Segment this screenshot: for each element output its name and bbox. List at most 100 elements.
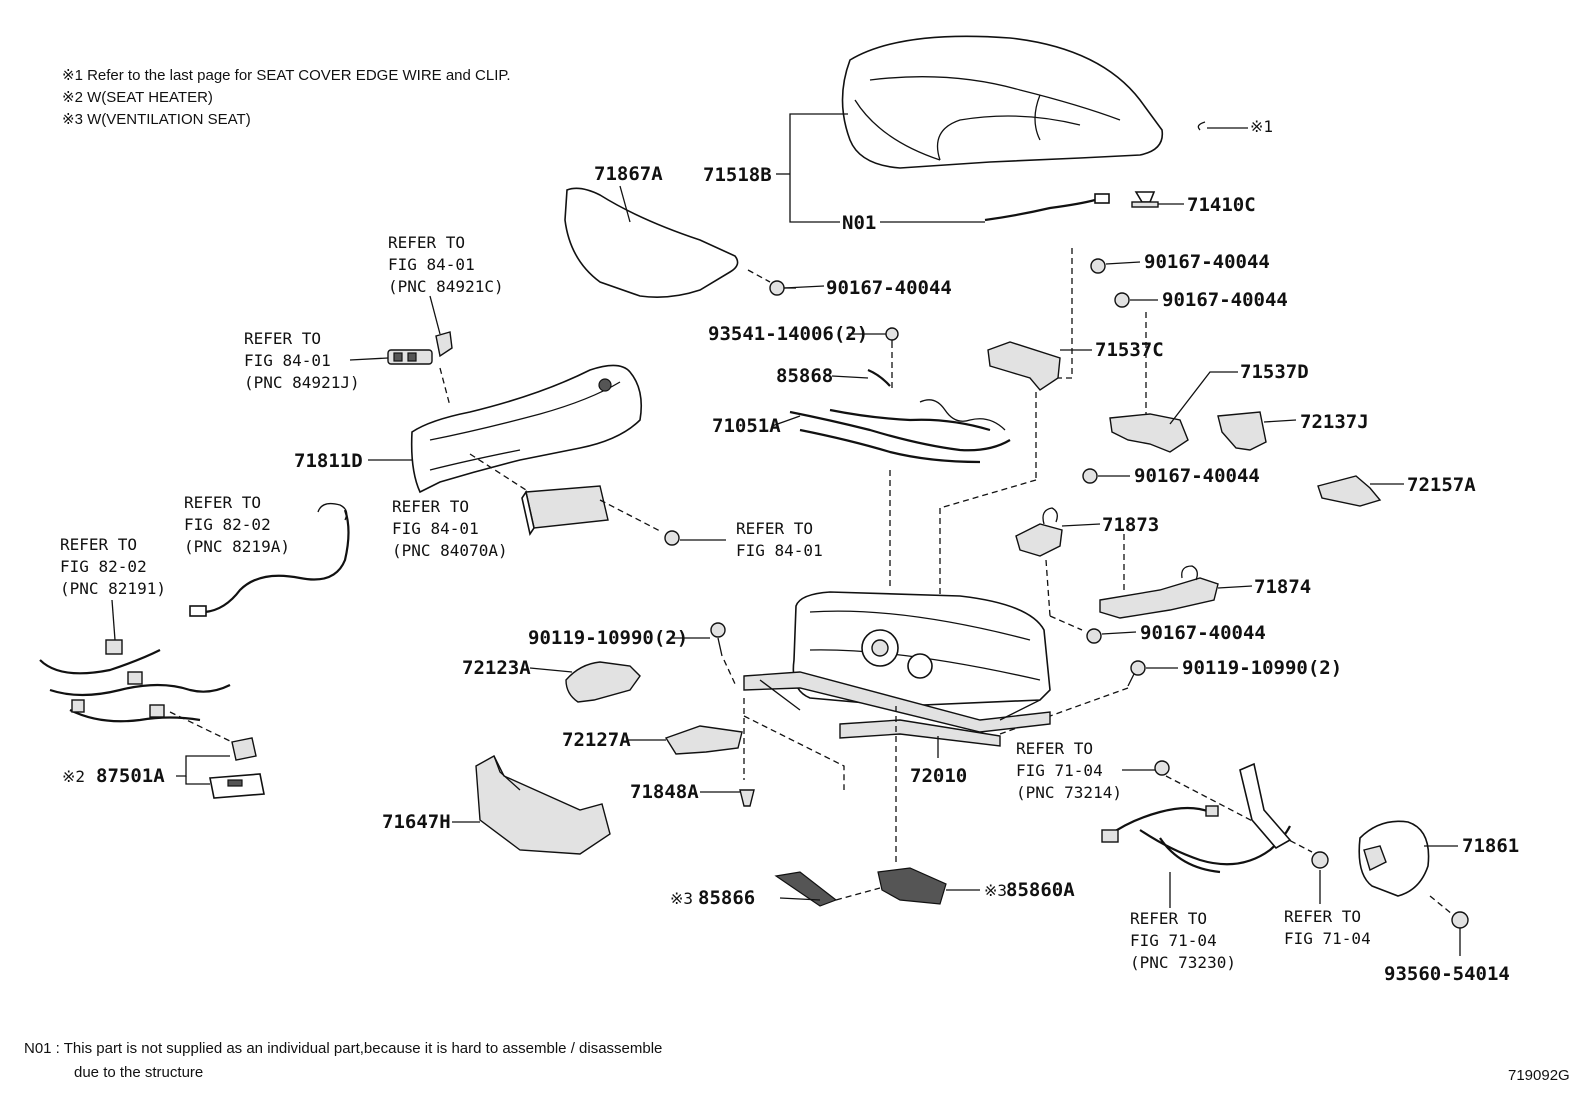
label-90167-b: 90167-40044: [1144, 251, 1270, 273]
spring-mat-71051A: [789, 399, 1011, 464]
clip-93541: [885, 327, 899, 348]
bolt-90119-b: [1127, 660, 1146, 687]
fan-85860A: [877, 867, 947, 905]
ref-82191-l1: REFER TO: [60, 535, 137, 554]
screw-90167-c: [1114, 292, 1130, 308]
note-n01-line1: N01 : This part is not supplied as an in…: [24, 1040, 662, 1057]
side-cover-71811D: [410, 364, 643, 494]
screw-90167-b: [1090, 258, 1106, 274]
ref-73230-l2: FIG 71-04: [1130, 931, 1217, 950]
ref-73230-l1: REFER TO: [1130, 909, 1207, 928]
ref-8219A-l3: (PNC 8219A): [184, 537, 290, 556]
ref-82191-l3: (PNC 82191): [60, 579, 166, 598]
ref-8401-l2: FIG 84-01: [736, 541, 823, 560]
ref-84921C-l3: (PNC 84921C): [388, 277, 504, 296]
bolt-90119-a: [710, 622, 726, 657]
label-72010: 72010: [910, 765, 967, 787]
label-71647H: 71647H: [382, 811, 451, 833]
shield-71867A: [564, 187, 739, 298]
label-71867A: 71867A: [594, 163, 663, 185]
label-85868: 85868: [776, 365, 833, 387]
heater-element: [984, 198, 1096, 222]
switch-knob-84921J: [387, 349, 433, 365]
edge-wire-clip: [1197, 121, 1206, 131]
label-71873: 71873: [1102, 514, 1159, 536]
label-N01: N01: [842, 212, 876, 234]
ref-84070A-l2: FIG 84-01: [392, 519, 479, 538]
label-72157A: 72157A: [1407, 474, 1476, 496]
label-90167-a: 90167-40044: [826, 277, 952, 299]
label-72123A: 72123A: [462, 657, 531, 679]
label-90119-b: 90119-10990(2): [1182, 657, 1342, 679]
ref-73214-l3: (PNC 73214): [1016, 783, 1122, 802]
ref-73230-l3: (PNC 73230): [1130, 953, 1236, 972]
buckle-73230: [1239, 762, 1292, 850]
ref-84921C-l2: FIG 84-01: [388, 255, 475, 274]
cover-72127A: [664, 725, 743, 755]
cover-72123A: [565, 661, 641, 703]
fan-85866: [774, 871, 838, 907]
screw-84-01: [664, 530, 680, 546]
label-71861: 71861: [1462, 835, 1519, 857]
label-71051A: 71051A: [712, 415, 781, 437]
label-71537D: 71537D: [1240, 361, 1309, 383]
label-85860A: 85860A: [1006, 879, 1075, 901]
seat-cushion-cover: [841, 35, 1164, 169]
ref-8401-l1: REFER TO: [736, 519, 813, 538]
label-93560: 93560-54014: [1384, 963, 1510, 985]
mark-3b: ※3: [984, 881, 1007, 900]
nut-7104: [1311, 851, 1329, 869]
ref-84921J-l2: FIG 84-01: [244, 351, 331, 370]
ref-73214-l1: REFER TO: [1016, 739, 1093, 758]
ref-84070A-l1: REFER TO: [392, 497, 469, 516]
label-71848A: 71848A: [630, 781, 699, 803]
bracket-71537C: [987, 341, 1061, 391]
ref-7104-l2: FIG 71-04: [1284, 929, 1371, 948]
ref-8219A-l1: REFER TO: [184, 493, 261, 512]
mark-1: ※1: [1250, 117, 1273, 136]
bracket-71874: [1099, 565, 1219, 619]
ref-7104-l1: REFER TO: [1284, 907, 1361, 926]
note-2: ※2 W(SEAT HEATER): [62, 89, 213, 106]
label-71537C: 71537C: [1095, 339, 1164, 361]
heater-connector-87501A: [231, 737, 257, 761]
ref-82191-l2: FIG 82-02: [60, 557, 147, 576]
label-71874: 71874: [1254, 576, 1311, 598]
label-93541: 93541-14006(2): [708, 323, 868, 345]
ref-84921J-l1: REFER TO: [244, 329, 321, 348]
note-3: ※3 W(VENTILATION SEAT): [62, 111, 251, 128]
pad-71647H: [475, 755, 611, 855]
ref-8219A-l2: FIG 82-02: [184, 515, 271, 534]
bracket-71873: [1015, 507, 1063, 557]
seat-frame-72010: [743, 591, 1051, 747]
switch-knob-84921C: [435, 331, 453, 358]
mark-2: ※2: [62, 767, 85, 786]
label-90167-e: 90167-40044: [1140, 622, 1266, 644]
wire-8219A: [204, 509, 350, 614]
label-87501A: 87501A: [96, 765, 165, 787]
part-72157A: [1317, 475, 1382, 507]
heater-module-87501A: [209, 773, 265, 799]
ecu-84070A: [521, 485, 609, 537]
screw-90167-d: [1082, 468, 1098, 484]
label-72127A: 72127A: [562, 729, 631, 751]
label-71811D: 71811D: [294, 450, 363, 472]
label-71410C: 71410C: [1187, 194, 1256, 216]
label-90167-d: 90167-40044: [1134, 465, 1260, 487]
ref-84921J-l3: (PNC 84921J): [244, 373, 360, 392]
note-n01-line2: due to the structure: [74, 1064, 203, 1081]
label-85866: 85866: [698, 887, 755, 909]
nut-73214: [1154, 760, 1170, 776]
wire-harness-82191: [39, 639, 231, 723]
note-1: ※1 Refer to the last page for SEAT COVER…: [62, 67, 511, 84]
cover-71861: [1358, 820, 1430, 897]
clip-71848A: [739, 789, 755, 807]
screw-93560: [1451, 911, 1469, 929]
bracket-71537D: [1109, 413, 1189, 453]
ref-73214-l2: FIG 71-04: [1016, 761, 1103, 780]
label-71518B: 71518B: [703, 164, 772, 186]
mark-3a: ※3: [670, 889, 693, 908]
ref-84070A-l3: (PNC 84070A): [392, 541, 508, 560]
screw-90167-e: [1086, 628, 1102, 644]
